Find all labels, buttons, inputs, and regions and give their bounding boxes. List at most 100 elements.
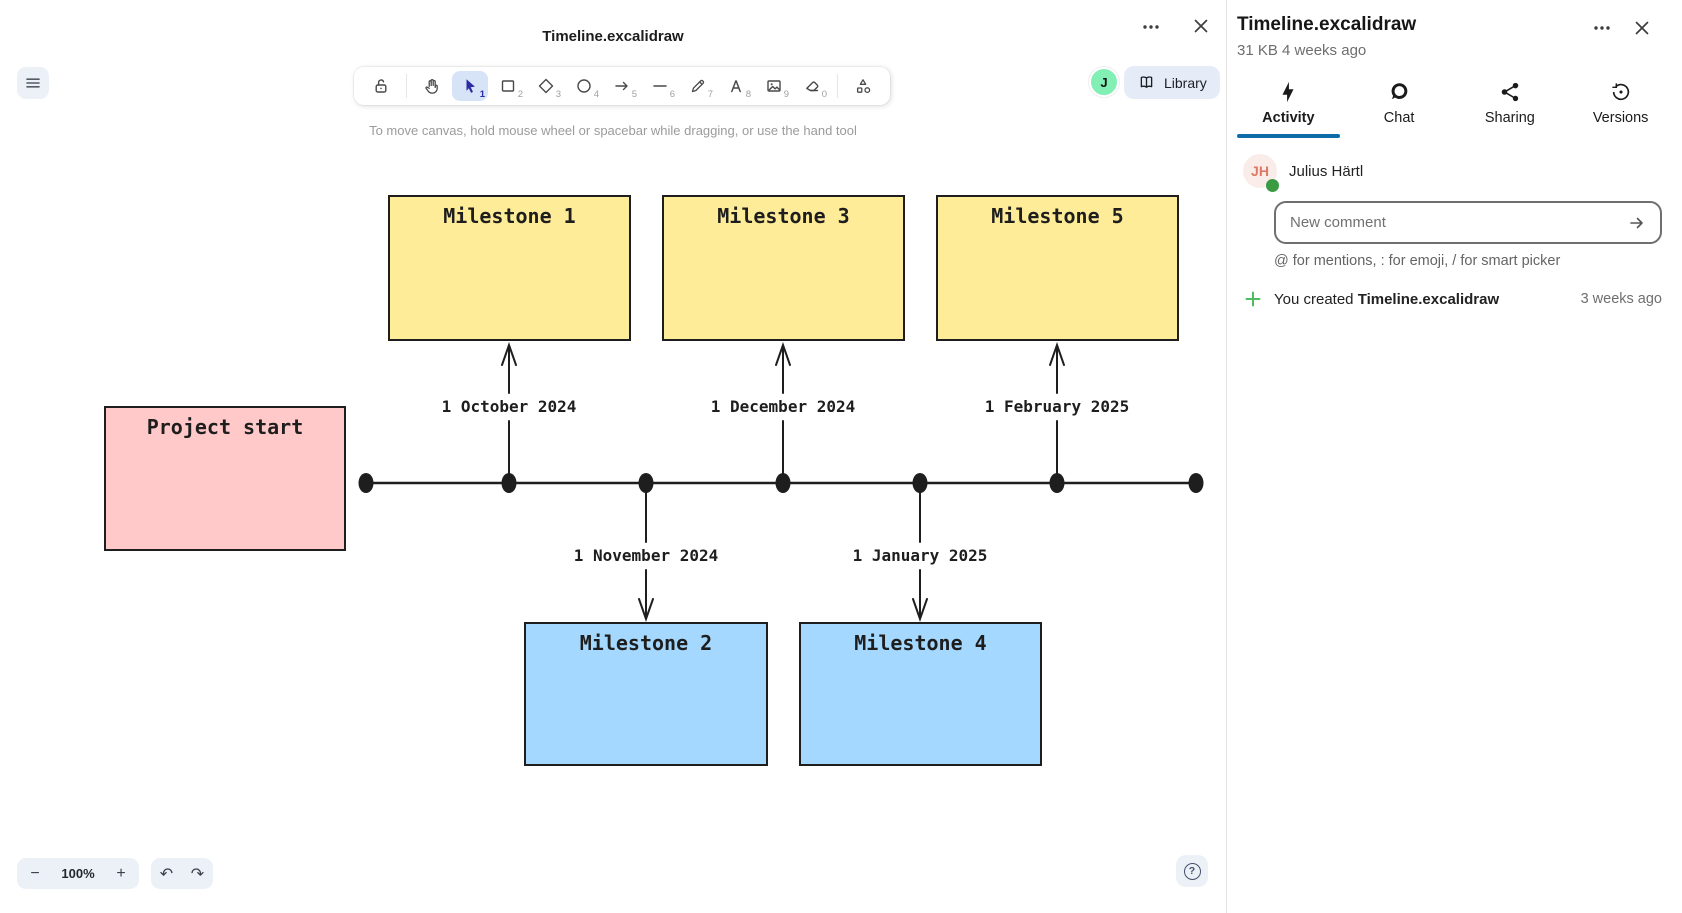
tool-shortcut: 5 [631, 89, 637, 100]
send-comment-button[interactable] [1620, 206, 1654, 240]
undo-button[interactable]: ↶ [155, 862, 179, 886]
hand-icon [425, 78, 438, 94]
rectangle-icon [501, 80, 515, 92]
cursor-icon [466, 79, 475, 93]
tool-arrow[interactable]: 5 [604, 71, 640, 101]
arrow-icon [615, 81, 628, 91]
tool-hand[interactable] [414, 71, 450, 101]
close-icon [1635, 21, 1649, 35]
diagram-box-milestone-5[interactable]: Milestone 5 [936, 195, 1179, 341]
canvas-hint-text: To move canvas, hold mouse wheel or spac… [369, 123, 857, 138]
dots-horizontal-icon [1594, 26, 1610, 30]
tool-diamond[interactable]: 3 [528, 71, 564, 101]
book-icon [1140, 76, 1153, 88]
tool-eraser[interactable]: 0 [794, 71, 830, 101]
tool-shortcut: 0 [821, 89, 827, 100]
viewer-more-menu-button[interactable] [1138, 14, 1164, 40]
sidebar-tabs: Activity Chat Sharing Versions [1233, 75, 1676, 138]
arrow-right-icon [1630, 217, 1643, 228]
share-icon [1501, 82, 1519, 102]
collaborator-avatar[interactable]: J [1089, 67, 1119, 97]
library-button[interactable]: Library [1124, 66, 1220, 99]
tool-shortcut: 7 [707, 89, 713, 100]
text-icon [731, 80, 741, 93]
zoom-level[interactable]: 100% [61, 866, 95, 881]
lightning-bolt-icon [1282, 81, 1294, 103]
comment-hint: @ for mentions, : for emoji, / for smart… [1274, 253, 1561, 269]
undo-redo-control: ↶ ↷ [151, 858, 213, 889]
viewer-file-title: Timeline.excalidraw [542, 28, 684, 45]
excalidraw-canvas[interactable]: Timeline.excalidraw 1 [0, 0, 1226, 913]
diagram-box-milestone-2[interactable]: Milestone 2 [524, 622, 768, 766]
viewer-close-button[interactable] [1188, 13, 1214, 39]
date-label-november[interactable]: 1 November 2024 [573, 546, 719, 565]
date-label-january[interactable]: 1 January 2025 [852, 546, 988, 565]
activity-timestamp: 3 weeks ago [1580, 291, 1662, 307]
line-icon [653, 85, 667, 87]
sidebar-file-meta: 31 KB 4 weeks ago [1237, 42, 1367, 59]
library-label: Library [1164, 74, 1207, 91]
tool-shortcut: 9 [783, 89, 789, 100]
tool-lock[interactable] [363, 71, 399, 101]
timeline-arrows [501, 341, 1065, 623]
date-label-february[interactable]: 1 February 2025 [984, 397, 1130, 416]
new-comment-input[interactable] [1282, 214, 1620, 231]
tab-activity[interactable]: Activity [1233, 75, 1344, 138]
diagram-box-milestone-1[interactable]: Milestone 1 [388, 195, 631, 341]
redo-button[interactable]: ↷ [186, 862, 210, 886]
file-details-sidebar: Timeline.excalidraw 31 KB 4 weeks ago Ac… [1226, 0, 1682, 913]
hamburger-icon [26, 78, 40, 88]
tool-selection[interactable]: 1 [452, 71, 488, 101]
tool-shortcut: 2 [517, 89, 523, 100]
tool-shortcut: 3 [555, 89, 561, 100]
tool-shortcut: 1 [479, 89, 485, 100]
diagram-box-milestone-3[interactable]: Milestone 3 [662, 195, 905, 341]
shapes-icon [856, 79, 871, 94]
zoom-in-button[interactable]: + [109, 862, 133, 886]
tab-versions[interactable]: Versions [1565, 75, 1676, 138]
tool-shortcut: 8 [745, 89, 751, 100]
tool-shapes[interactable] [845, 71, 881, 101]
diamond-icon [538, 78, 554, 94]
activity-text: You created Timeline.excalidraw [1274, 290, 1500, 308]
help-icon: ? [1183, 862, 1201, 880]
tool-text[interactable]: 8 [718, 71, 754, 101]
date-label-october[interactable]: 1 October 2024 [441, 397, 577, 416]
lock-open-icon [375, 79, 387, 93]
pencil-icon [691, 79, 705, 93]
user-avatar: JH [1243, 154, 1279, 192]
main-menu-button[interactable] [17, 67, 49, 99]
help-button[interactable]: ? [1176, 855, 1208, 887]
tool-shortcut: 6 [669, 89, 675, 100]
user-name: Julius Härtl [1289, 162, 1364, 180]
online-status-dot [1266, 179, 1279, 192]
toolbar-divider [406, 74, 407, 98]
toolbar-divider [837, 74, 838, 98]
sidebar-more-menu-button[interactable] [1590, 16, 1614, 40]
zoom-out-button[interactable]: − [23, 862, 47, 886]
diagram-box-milestone-4[interactable]: Milestone 4 [799, 622, 1042, 766]
sidebar-header: Timeline.excalidraw 31 KB 4 weeks ago [1227, 0, 1682, 59]
new-comment-box [1274, 201, 1662, 244]
tab-chat[interactable]: Chat [1344, 75, 1455, 138]
tool-draw[interactable]: 7 [680, 71, 716, 101]
close-icon [1194, 19, 1208, 33]
tool-ellipse[interactable]: 4 [566, 71, 602, 101]
date-label-december[interactable]: 1 December 2024 [710, 397, 856, 416]
tool-shortcut: 4 [593, 89, 599, 100]
excalidraw-toolbar: 1 2 3 4 5 6 7 [354, 67, 890, 105]
zoom-control: − 100% + [17, 858, 139, 889]
history-restore-icon [1612, 83, 1629, 101]
tab-sharing[interactable]: Sharing [1455, 75, 1566, 138]
active-tab-underline [1237, 134, 1340, 138]
ellipse-icon [577, 79, 591, 93]
plus-icon [1245, 291, 1261, 307]
diagram-box-project-start[interactable]: Project start [104, 406, 346, 551]
sidebar-close-button[interactable] [1630, 16, 1654, 40]
tool-line[interactable]: 6 [642, 71, 678, 101]
timeline-graphic[interactable] [0, 0, 1226, 913]
tool-image[interactable]: 9 [756, 71, 792, 101]
tool-rectangle[interactable]: 2 [490, 71, 526, 101]
image-icon [767, 80, 781, 92]
timeline-dots [358, 473, 1204, 493]
